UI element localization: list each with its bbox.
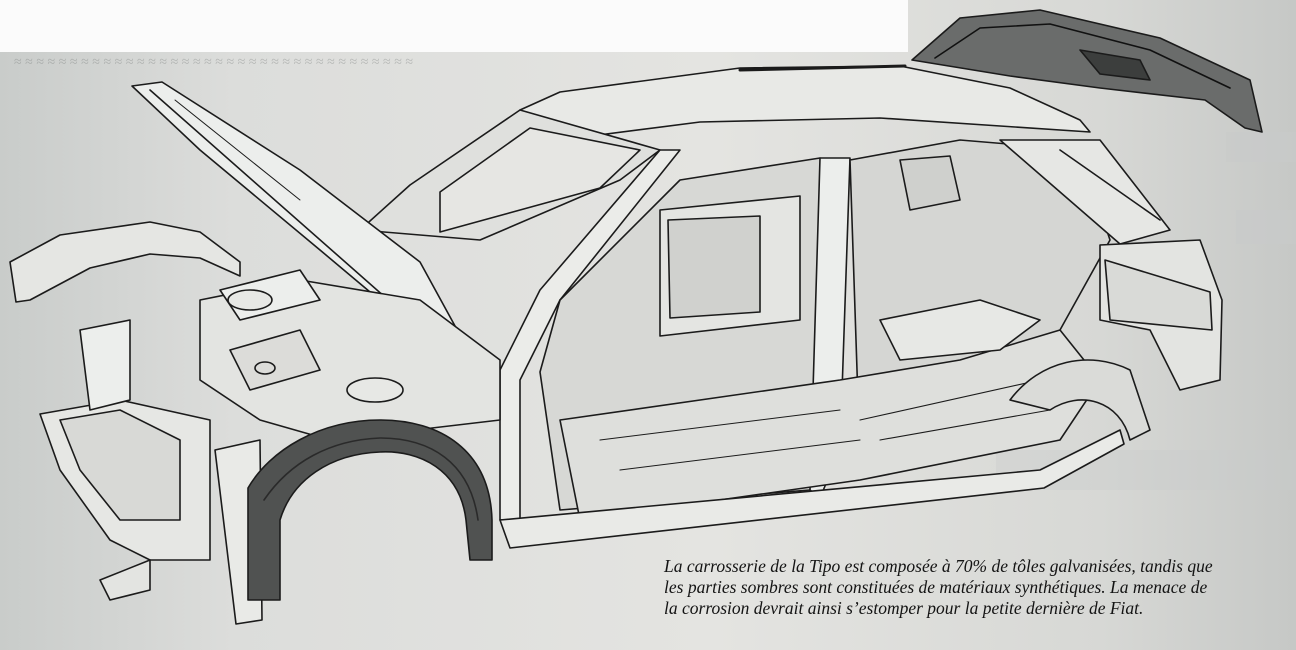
front-wheelhouse-liner: [247, 419, 493, 601]
page-top-blank: [0, 0, 908, 52]
side-sill: [499, 429, 1125, 549]
rear-spoiler: [911, 9, 1263, 133]
bleed-shade: [1236, 210, 1296, 244]
caption-line-2: les parties sombres sont constituées de …: [664, 577, 1208, 597]
bleed-shade: [1226, 132, 1296, 162]
caption-line-1: La carrosserie de la Tipo est composée à…: [664, 556, 1213, 576]
caption-line-3: la corrosion devrait ainsi s’estomper po…: [664, 598, 1144, 618]
roof-panel: [519, 65, 1091, 141]
figure-caption: La carrosserie de la Tipo est composée à…: [664, 556, 1284, 619]
bleed-through-text: ≈ ≈ ≈ ≈ ≈ ≈ ≈ ≈ ≈ ≈ ≈ ≈ ≈ ≈ ≈ ≈ ≈ ≈ ≈ ≈ …: [14, 55, 414, 70]
front-fender: [9, 221, 241, 303]
engine-bay: [199, 279, 501, 441]
